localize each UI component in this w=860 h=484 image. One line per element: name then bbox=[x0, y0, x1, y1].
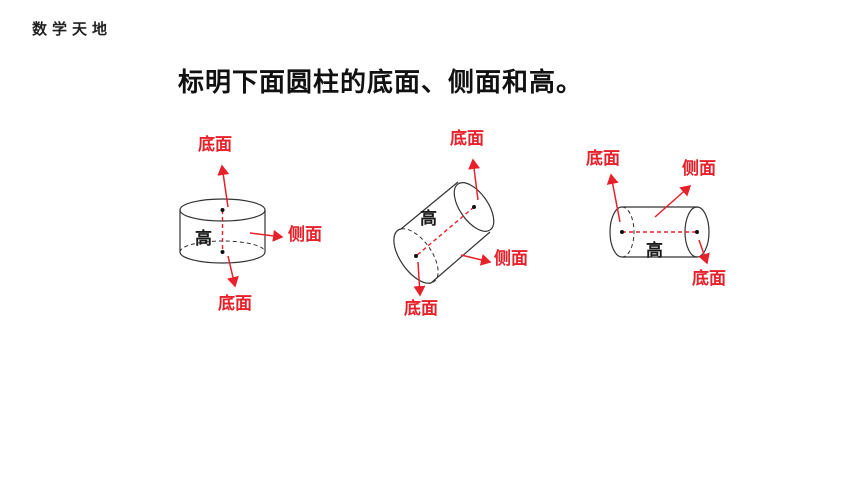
cylinder-2-side-label: 侧面 bbox=[494, 248, 528, 269]
cylinder-1-base-bottom-label: 底面 bbox=[218, 293, 252, 314]
cylinder-1-height-label: 高 bbox=[195, 228, 212, 249]
cylinder-2-base-bottom-label: 底面 bbox=[404, 298, 438, 319]
cylinder-1-side-label: 侧面 bbox=[288, 224, 322, 245]
cylinder-1-base-top-label: 底面 bbox=[198, 134, 232, 155]
cylinder-3: 底面 侧面 高 底面 bbox=[586, 148, 726, 289]
cylinder-2-height-label: 高 bbox=[420, 208, 437, 229]
cylinder-1: 底面 侧面 高 底面 bbox=[179, 134, 322, 314]
cylinder-3-side-label: 侧面 bbox=[682, 158, 716, 179]
cylinder-3-height-label: 高 bbox=[646, 240, 663, 261]
cylinder-2: 底面 高 侧面 底面 bbox=[393, 128, 528, 319]
cylinder-2-base-top-label: 底面 bbox=[450, 128, 484, 149]
cylinder-3-base-top-label: 底面 bbox=[586, 148, 620, 169]
cylinder-3-base-bottom-label: 底面 bbox=[692, 268, 726, 289]
instruction-text: 标明下面圆柱的底面、侧面和高。 bbox=[178, 68, 584, 98]
header-title: 数学天地 bbox=[32, 20, 113, 38]
